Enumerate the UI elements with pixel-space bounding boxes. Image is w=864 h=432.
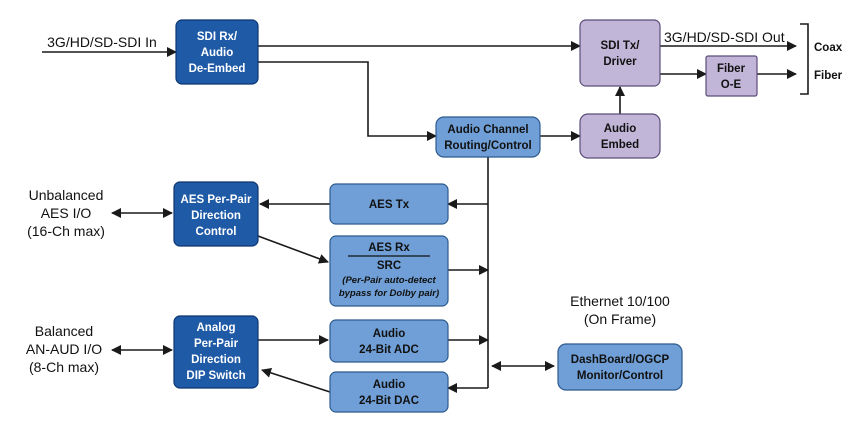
wire-direction-to-aes-rx [257,235,329,264]
block-aes-tx-label: AES Tx [369,199,410,211]
block-dac: Audio 24-Bit DAC [329,371,449,413]
label-ethernet-1: Ethernet 10/100 [570,293,670,309]
block-sdi-tx-line1: SDI Tx/ [601,40,641,52]
block-dashboard: DashBoard/OGCP Monitor/Control [557,343,683,391]
block-analog-direction-line2: Per-Pair [194,338,239,350]
wire-dac-to-analog [261,368,331,393]
block-aes-rx-title: AES Rx [368,242,410,254]
label-unbalanced-3: (16-Ch max) [27,223,105,239]
block-adc: Audio 24-Bit ADC [329,319,449,363]
block-fiber-oe-line2: O-E [721,79,742,91]
block-analog-direction: Analog Per-Pair Direction DIP Switch [173,315,259,389]
block-sdi-tx-line2: Driver [603,56,637,68]
block-sdi-rx-line3: De-Embed [189,63,246,75]
signal-wires [42,23,809,393]
block-audio-routing-line1: Audio Channel [447,124,528,136]
block-fiber-oe: Fiber O-E [705,55,758,97]
block-audio-routing-line2: Routing/Control [444,140,532,152]
block-sdi-rx-line1: SDI Rx/ [197,31,238,43]
block-adc-line2: 24-Bit ADC [359,344,419,356]
block-audio-embed-line1: Audio [604,123,637,135]
block-audio-routing: Audio Channel Routing/Control [435,116,541,158]
block-aes-direction-line3: Control [196,226,237,238]
block-aes-direction-line1: AES Per-Pair [181,194,252,206]
block-adc-line1: Audio [373,328,406,340]
label-sdi-out: 3G/HD/SD-SDI Out [664,29,785,45]
block-aes-tx: AES Tx [329,183,449,225]
block-aes-rx-note1: (Per-Pair auto-detect [342,275,436,286]
block-audio-embed-line2: Embed [601,139,639,151]
wire-rx-to-routing [258,61,437,141]
label-balanced-2: AN-AUD I/O [26,341,102,357]
block-audio-embed: Audio Embed [579,113,661,159]
block-aes-rx-note2: bypass for Dolby pair) [339,288,439,299]
label-unbalanced-2: AES I/O [41,205,92,221]
block-analog-direction-line3: Direction [191,354,241,366]
label-ethernet-2: (On Frame) [584,311,656,327]
block-fiber-oe-line1: Fiber [717,63,746,75]
label-balanced-1: Balanced [35,323,93,339]
block-sdi-tx: SDI Tx/ Driver [579,19,661,87]
label-fiber: Fiber [814,70,843,82]
block-dac-line2: 24-Bit DAC [359,395,419,407]
block-analog-direction-line1: Analog [197,322,236,334]
label-coax: Coax [814,42,843,54]
block-aes-direction: AES Per-Pair Direction Control [173,181,259,247]
block-aes-rx-src: SRC [377,260,401,272]
block-dac-line1: Audio [373,379,406,391]
label-balanced-3: (8-Ch max) [29,359,99,375]
block-aes-direction-line2: Direction [191,210,241,222]
block-aes-rx: AES Rx SRC (Per-Pair auto-detect bypass … [329,235,449,307]
block-sdi-rx-line2: Audio [201,47,234,59]
output-bracket [800,23,809,95]
block-sdi-rx: SDI Rx/ Audio De-Embed [175,19,259,85]
label-unbalanced-1: Unbalanced [29,187,104,203]
block-dashboard-line2: Monitor/Control [577,370,663,382]
label-sdi-in: 3G/HD/SD-SDI In [47,34,157,50]
block-dashboard-line1: DashBoard/OGCP [571,354,670,366]
block-analog-direction-line4: DIP Switch [186,370,245,382]
